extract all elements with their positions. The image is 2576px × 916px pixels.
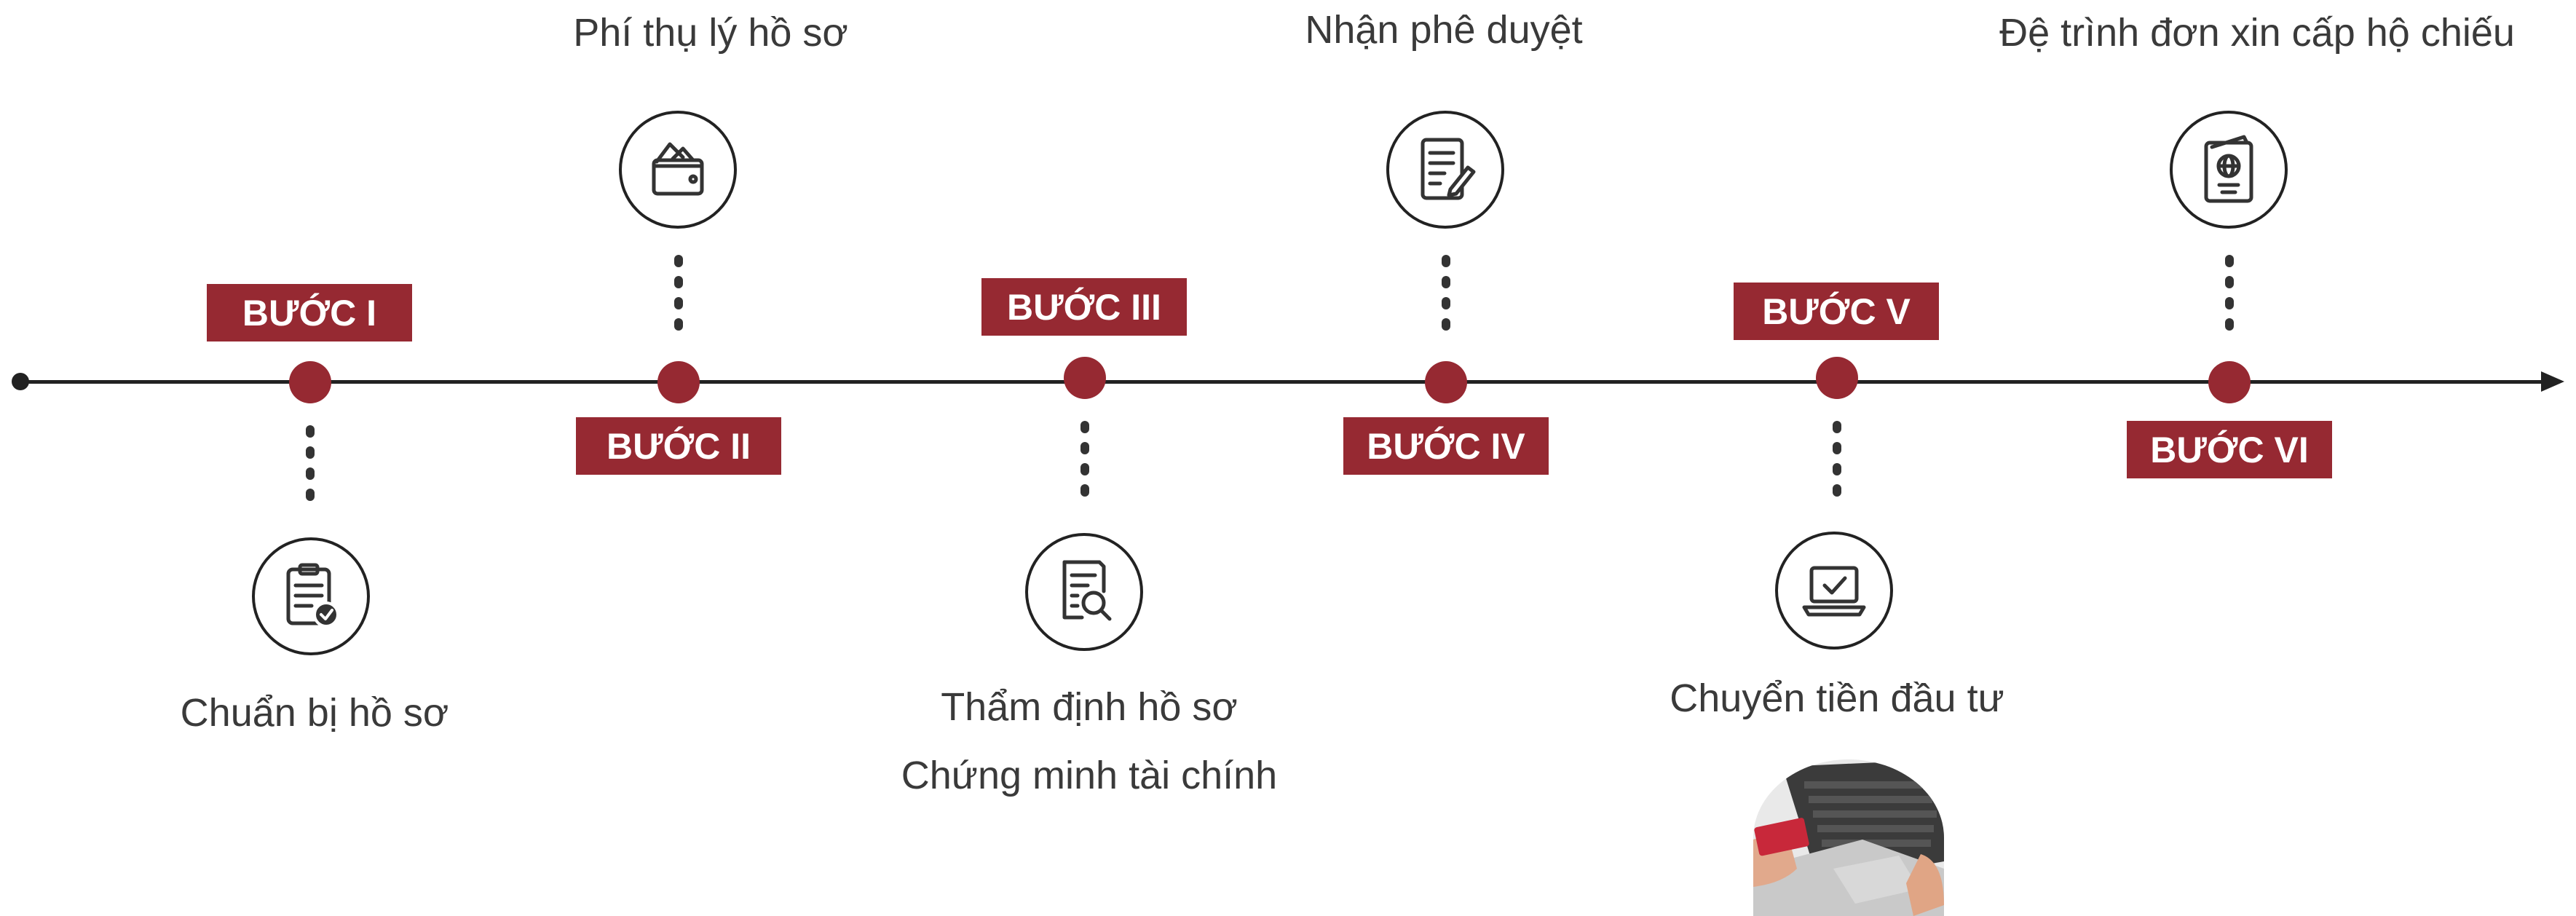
step-5-label: Chuyển tiền đầu tư [1670, 676, 2004, 720]
document-pen-icon [1421, 138, 1476, 200]
payment-photo [1753, 759, 1944, 916]
step-2-icon-circle [619, 111, 737, 229]
step-1-badge: BƯỚC I [207, 284, 412, 341]
step-4-icon-circle [1386, 111, 1504, 229]
clipboard-check-icon [286, 563, 339, 628]
step-1-node [289, 361, 331, 403]
step-1-connector [306, 425, 315, 501]
step-2-node [657, 361, 700, 403]
step-6-icon-circle [2170, 111, 2288, 229]
step-4-badge: BƯỚC IV [1343, 417, 1549, 475]
step-3-connector [1080, 421, 1089, 497]
step-5-badge: BƯỚC V [1734, 283, 1939, 340]
step-4-label: Nhận phê duyệt [1305, 8, 1583, 52]
laptop-check-icon [1802, 566, 1866, 617]
passport-icon [2204, 135, 2253, 203]
step-3-label-2: Chứng minh tài chính [901, 754, 1278, 797]
step-3-node [1064, 357, 1106, 399]
step-3-badge: BƯỚC III [981, 278, 1187, 336]
step-2-label: Phí thụ lý hồ sơ [573, 11, 848, 55]
step-2-connector [674, 255, 683, 331]
step-4-node [1425, 361, 1467, 403]
step-1-icon-circle [252, 537, 370, 655]
timeline-line [20, 380, 2547, 384]
step-6-label: Đệ trình đơn xin cấp hộ chiếu [1999, 11, 2515, 55]
step-2-badge: BƯỚC II [576, 417, 781, 475]
step-6-connector [2225, 255, 2234, 331]
step-5-node [1816, 357, 1858, 399]
document-search-icon [1062, 560, 1112, 621]
step-6-node [2208, 361, 2251, 403]
step-5-icon-circle [1775, 532, 1893, 650]
step-5-connector [1833, 421, 1841, 497]
wallet-icon [652, 142, 704, 196]
step-3-icon-circle [1025, 533, 1143, 651]
step-1-label: Chuẩn bị hồ sơ [180, 691, 449, 735]
step-6-badge: BƯỚC VI [2127, 421, 2332, 478]
step-3-label: Thẩm định hồ sơ [941, 685, 1238, 729]
step-4-connector [1442, 255, 1450, 331]
timeline-arrow-icon [2541, 371, 2564, 392]
